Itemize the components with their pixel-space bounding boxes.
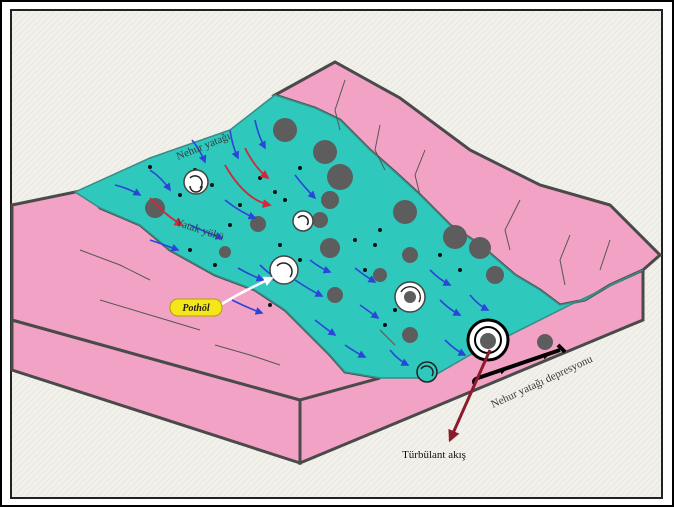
pothole-swirl-3 [270, 256, 298, 284]
label-turbulent-flow: Türbülant akış [402, 449, 466, 461]
pothole-swirl-4 [395, 282, 425, 312]
label-pothole: Pothöl [182, 303, 209, 314]
pothole-swirl-2 [293, 211, 313, 231]
pothole-swirl-5 [417, 362, 437, 382]
pothole-swirl-1 [184, 170, 208, 194]
